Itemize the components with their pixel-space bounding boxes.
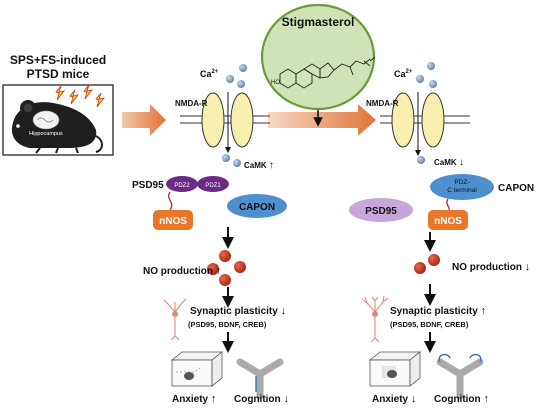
- right-pdz-c-terminal-ellipse: [430, 174, 494, 200]
- hippocampus-label: Hippocampus: [29, 131, 63, 137]
- left-cognition-label: Cognition ↓: [234, 393, 289, 405]
- left-no-label: NO production ↑: [143, 265, 221, 277]
- hydroxyl-label: HO: [271, 80, 280, 86]
- orange-arrow-left: [122, 104, 166, 136]
- lightning-icon: [69, 89, 79, 105]
- right-synaptic-label: Synaptic plasticity ↑: [390, 305, 486, 317]
- left-synaptic-label: Synaptic plasticity ↓: [190, 305, 286, 317]
- right-nnos-label: nNOS: [434, 216, 462, 227]
- lightning-icon: [83, 84, 93, 100]
- stigmasterol-group: Stigmasterol HO: [260, 3, 376, 127]
- left-psd95-label: PSD95: [132, 180, 164, 191]
- right-nmda-subunit-2: [421, 92, 445, 148]
- right-pdz-c-line2: C terminal: [447, 187, 477, 194]
- stigmasterol-circle: [260, 3, 376, 111]
- right-ca-label: Ca2+: [394, 69, 413, 79]
- mouse-icon: Hippocampus: [11, 100, 103, 154]
- right-nmda-label: NMDA-R: [366, 99, 399, 108]
- left-capon-ellipse: [227, 194, 287, 218]
- left-capon-label: CAPON: [239, 202, 275, 213]
- left-markers-label: (PSD95, BDNF, CREB): [188, 320, 267, 329]
- stigmasterol-name: Stigmasterol: [282, 15, 355, 29]
- pdz1-domain: [197, 176, 229, 192]
- pdz2-label: PDZ2: [174, 183, 190, 189]
- right-neuron-icon: [361, 295, 389, 343]
- pdz1-label: PDZ1: [205, 183, 221, 189]
- left-nnos-box: [153, 210, 193, 230]
- left-panel: Ca2+ NMDA-R CaMK ↑ PSD95 PDZ2 PDZ1 nNOS …: [132, 64, 289, 405]
- left-open-field-icon: [170, 351, 224, 387]
- right-psd95-label: PSD95: [365, 206, 397, 217]
- left-ca-balls: [222, 64, 247, 167]
- pdz2-domain: [166, 176, 198, 192]
- hippocampus-highlight: [32, 110, 60, 130]
- right-camk-label: CaMK ↓: [434, 157, 464, 168]
- right-pdz-c-line1: PDZ-: [454, 179, 469, 186]
- right-cognition-label: Cognition ↑: [434, 393, 489, 405]
- left-linker: [168, 191, 173, 211]
- left-anxiety-label: Anxiety ↑: [172, 393, 216, 405]
- right-psd95-ellipse: [349, 198, 413, 222]
- left-y-maze-icon: [236, 358, 284, 400]
- lightning-icon: [95, 92, 105, 108]
- right-markers-label: (PSD95, BDNF, CREB): [390, 320, 469, 329]
- right-open-field-icon: [368, 351, 422, 387]
- left-ca-label: Ca2+: [200, 69, 219, 79]
- right-ca-balls: [416, 62, 437, 164]
- left-camk-label: CaMK ↑: [244, 160, 274, 171]
- steroid-structure-icon: [279, 56, 376, 89]
- left-no-balls: [207, 250, 246, 286]
- model-title-line2: PTSD mice: [27, 67, 90, 81]
- left-nmda-subunit-2: [230, 92, 254, 148]
- left-nnos-label: nNOS: [159, 216, 187, 227]
- left-nmda-subunit-1: [201, 92, 225, 148]
- model-title-line1: SPS+FS-induced: [10, 53, 106, 67]
- left-nmda-label: NMDA-R: [175, 99, 208, 108]
- left-neuron-icon: [163, 298, 187, 341]
- right-y-maze-icon: [436, 353, 484, 400]
- right-panel: Ca2+ NMDA-R CaMK ↓ PDZ- C terminal CAPON…: [349, 62, 534, 405]
- right-nmda-subunit-1: [391, 92, 415, 148]
- ptsd-model-group: SPS+FS-induced PTSD mice Hippocampus: [2, 53, 114, 156]
- right-anxiety-label: Anxiety ↓: [372, 393, 416, 405]
- right-no-balls: [414, 254, 440, 274]
- right-capon-label: CAPON: [498, 183, 534, 194]
- shock-bolt-icons: [55, 84, 105, 108]
- lightning-icon: [55, 85, 65, 101]
- right-nnos-box: [428, 210, 468, 230]
- right-no-label: NO production ↓: [452, 261, 530, 273]
